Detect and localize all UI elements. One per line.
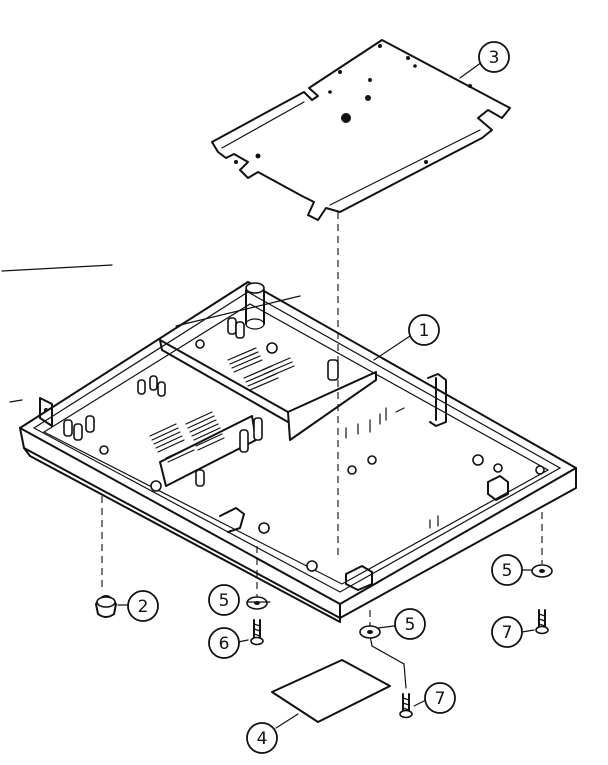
- callout-6: 6: [208, 627, 240, 659]
- callout-5-mid: 5: [394, 608, 426, 640]
- callout-7-bottom: 7: [424, 682, 456, 714]
- callout-6-number: 6: [219, 634, 230, 654]
- callout-7-bottom-number: 7: [435, 689, 446, 709]
- screw-7-right: [535, 609, 549, 635]
- washer-left: [246, 596, 268, 610]
- washer-mid: [359, 625, 381, 639]
- label-sheet: [271, 659, 391, 723]
- callout-1-number: 1: [419, 321, 430, 341]
- callout-3-number: 3: [489, 48, 500, 68]
- screw-7-bottom: [399, 693, 413, 719]
- callout-2-number: 2: [138, 597, 149, 617]
- callout-7-right: 7: [491, 616, 523, 648]
- screw-6: [250, 619, 264, 646]
- callout-4: 4: [246, 722, 278, 754]
- rubber-foot: [95, 595, 117, 618]
- bottom-case: [19, 281, 577, 623]
- callout-5-right-number: 5: [502, 561, 513, 581]
- callout-5-right: 5: [491, 554, 523, 586]
- callout-7-right-number: 7: [502, 623, 513, 643]
- callout-5-left: 5: [208, 584, 240, 616]
- callout-5-mid-number: 5: [405, 615, 416, 635]
- callout-4-number: 4: [257, 729, 268, 749]
- callout-3: 3: [478, 41, 510, 73]
- callout-2: 2: [127, 590, 159, 622]
- callout-1: 1: [408, 314, 440, 346]
- callout-5-left-number: 5: [219, 591, 230, 611]
- shield-plate: [211, 39, 511, 221]
- washer-right: [531, 564, 553, 578]
